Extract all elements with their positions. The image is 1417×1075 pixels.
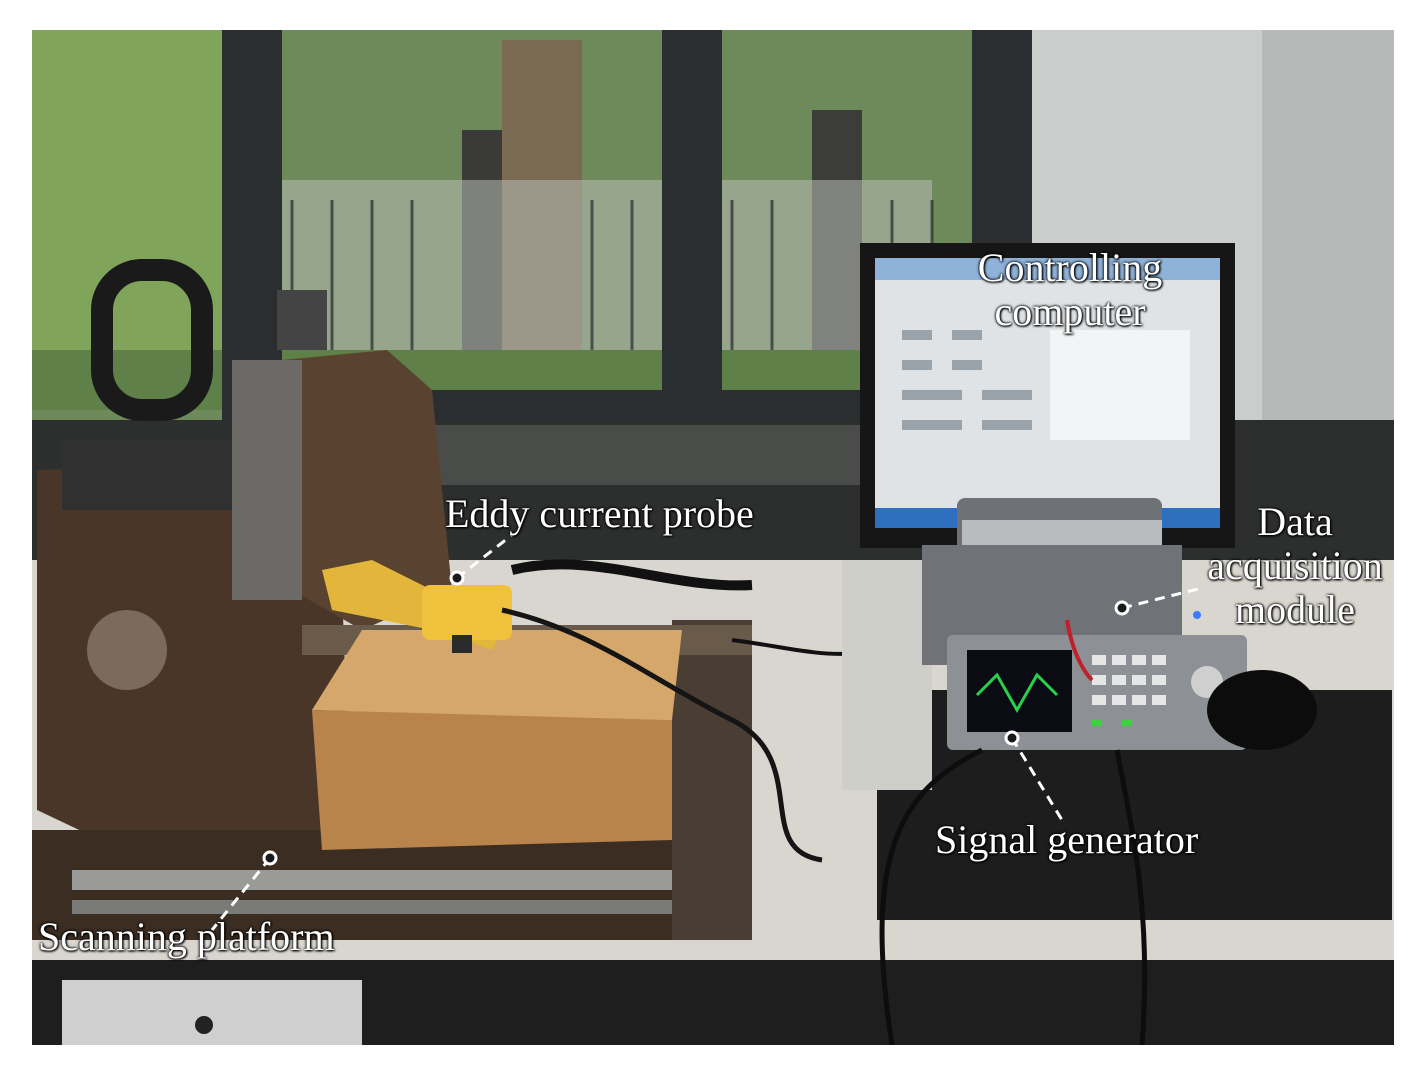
monitor	[860, 243, 1235, 548]
probe-arm	[322, 560, 823, 863]
label-data-acquisition-line1: Data	[1257, 499, 1333, 544]
label-data-acquisition-line2: acquisition	[1207, 543, 1383, 588]
mouse	[1207, 670, 1317, 750]
label-data-acquisition-line3: module	[1235, 587, 1355, 632]
label-signal-generator: Signal generator	[935, 817, 1199, 862]
label-controlling-computer: Controlling computer	[950, 246, 1190, 334]
label-controlling-computer-line2: computer	[994, 289, 1146, 334]
scanning-platform	[32, 259, 752, 940]
lab-setup-photo	[32, 30, 1394, 1045]
label-data-acquisition-module: Data acquisition module	[1195, 500, 1395, 632]
photo-illustration	[32, 30, 1394, 1045]
label-scanning-platform: Scanning platform	[38, 914, 335, 959]
specimen-block	[312, 630, 682, 850]
signal-generator-device	[947, 635, 1247, 750]
label-controlling-computer-line1: Controlling	[977, 245, 1163, 290]
leader-lines	[210, 533, 1203, 931]
label-eddy-current-probe: Eddy current probe	[445, 491, 754, 536]
leader-endpoints	[262, 570, 1130, 866]
